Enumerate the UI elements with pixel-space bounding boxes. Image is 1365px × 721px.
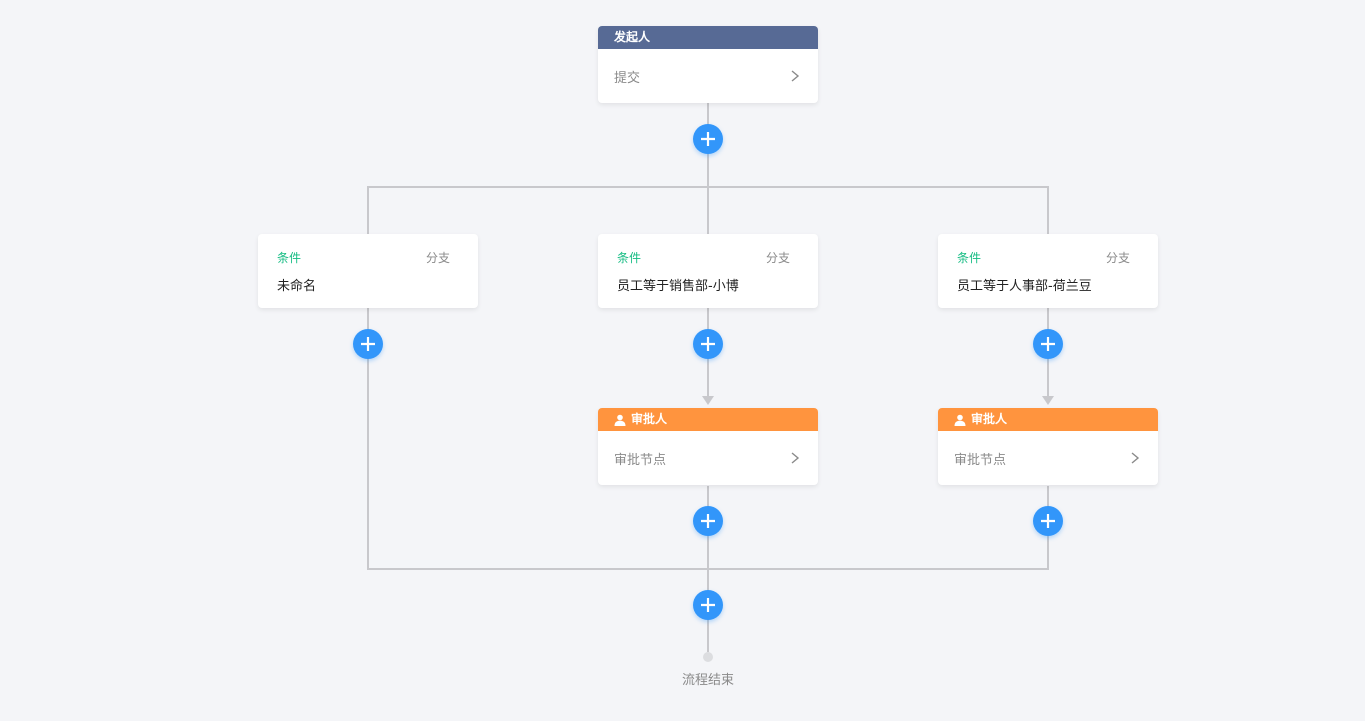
- branch-label: 分支: [765, 251, 790, 265]
- plus-icon: [701, 337, 715, 351]
- approver-body: 审批节点: [598, 431, 818, 485]
- branch-label: 分支: [425, 251, 450, 265]
- chevron-right-icon: [791, 70, 800, 82]
- initiator-node[interactable]: 发起人 提交: [598, 26, 818, 103]
- approver-header: 审批人: [938, 408, 1158, 431]
- approver-body: 审批节点: [938, 431, 1158, 485]
- condition-node-3[interactable]: 条件 分支 员工等于人事部-荷兰豆: [938, 234, 1158, 308]
- initiator-header: 发起人: [598, 26, 818, 49]
- condition-label: 条件: [277, 251, 302, 265]
- arrow-down-icon: [1042, 396, 1054, 405]
- condition-node-1[interactable]: 条件 分支 未命名: [258, 234, 478, 308]
- connector-line: [707, 186, 709, 234]
- approver-header: 审批人: [598, 408, 818, 431]
- user-icon: [614, 414, 626, 426]
- approver-node-1[interactable]: 审批人 审批节点: [598, 408, 818, 485]
- condition-header: 条件 分支: [277, 249, 450, 266]
- flow-end-label: 流程结束: [681, 673, 734, 688]
- plus-icon: [701, 514, 715, 528]
- add-node-button[interactable]: [693, 329, 723, 359]
- add-node-button[interactable]: [1033, 506, 1063, 536]
- arrow-down-icon: [702, 396, 714, 405]
- approver-title: 审批人: [631, 412, 668, 426]
- initiator-content: 提交: [614, 70, 641, 86]
- plus-icon: [701, 598, 715, 612]
- plus-icon: [1041, 514, 1055, 528]
- user-icon: [954, 414, 966, 426]
- chevron-right-icon: [791, 452, 800, 464]
- connector-line: [367, 308, 369, 570]
- approver-content: 审批节点: [954, 452, 1007, 468]
- branch-label: 分支: [1105, 251, 1130, 265]
- plus-icon: [1041, 337, 1055, 351]
- condition-node-2[interactable]: 条件 分支 员工等于销售部-小博: [598, 234, 818, 308]
- condition-description: 未命名: [277, 279, 317, 294]
- condition-description: 员工等于人事部-荷兰豆: [957, 279, 1092, 294]
- connector-line: [1047, 186, 1049, 234]
- approver-content: 审批节点: [614, 452, 667, 468]
- condition-label: 条件: [617, 251, 642, 265]
- condition-description: 员工等于销售部-小博: [617, 279, 739, 294]
- connector-line: [367, 186, 369, 234]
- add-node-button[interactable]: [693, 124, 723, 154]
- approver-title: 审批人: [971, 412, 1008, 426]
- end-dot: [703, 652, 713, 662]
- add-node-button[interactable]: [1033, 329, 1063, 359]
- add-node-button[interactable]: [693, 506, 723, 536]
- add-node-button[interactable]: [353, 329, 383, 359]
- approver-node-2[interactable]: 审批人 审批节点: [938, 408, 1158, 485]
- condition-header: 条件 分支: [957, 249, 1130, 266]
- initiator-title: 发起人: [614, 30, 651, 44]
- plus-icon: [361, 337, 375, 351]
- condition-header: 条件 分支: [617, 249, 790, 266]
- initiator-body: 提交: [598, 49, 818, 103]
- chevron-right-icon: [1131, 452, 1140, 464]
- add-node-button[interactable]: [693, 590, 723, 620]
- plus-icon: [701, 132, 715, 146]
- condition-label: 条件: [957, 251, 982, 265]
